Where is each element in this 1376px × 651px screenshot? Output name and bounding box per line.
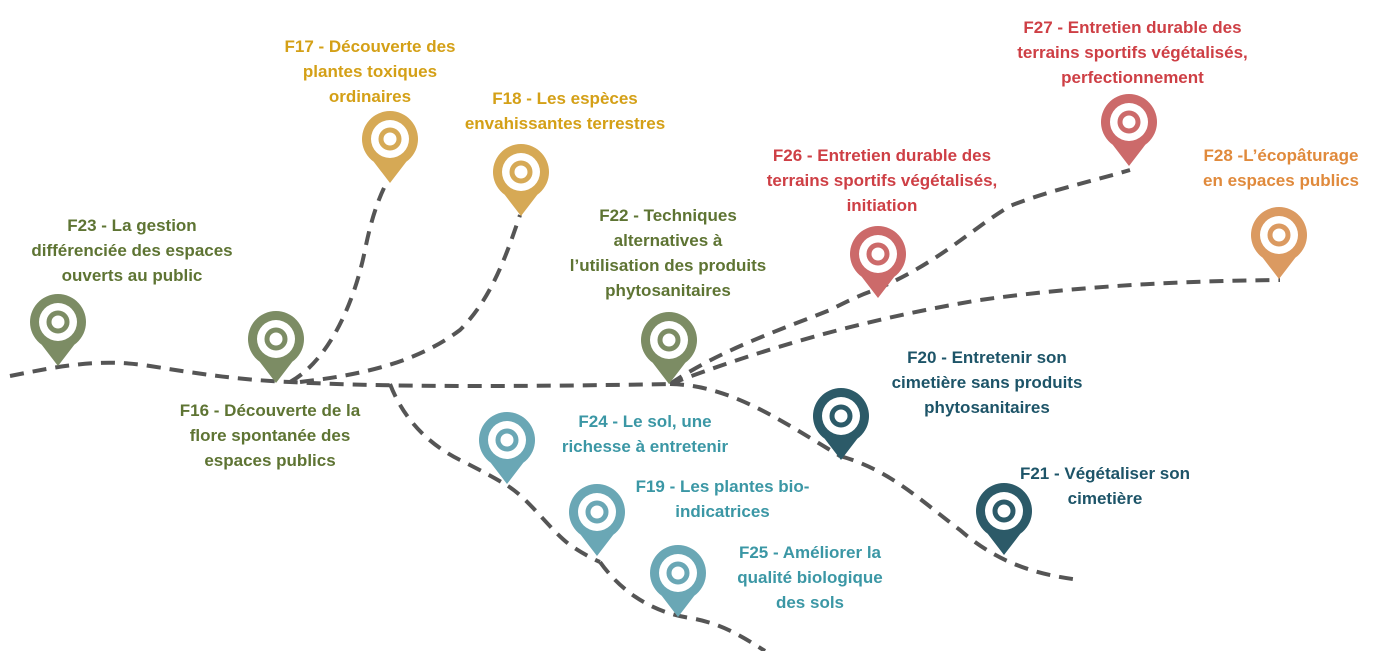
label-f23-line: différenciée des espaces [31, 241, 233, 260]
label-f20-line: phytosanitaires [924, 398, 1050, 417]
label-f16: F16 - Découverte de la flore spontanée d… [160, 398, 380, 473]
label-f20-line: F20 - Entretenir son [907, 348, 1067, 367]
label-f21-line: cimetière [1067, 489, 1143, 508]
label-f27: F27 - Entretien durable des terrains spo… [990, 15, 1275, 90]
label-f19-line: F19 - Les plantes bio- [635, 477, 810, 496]
branch-f17 [289, 179, 390, 384]
branch-f18 [299, 214, 522, 384]
map-pin-icon [813, 388, 870, 460]
branch-f26 [668, 288, 876, 386]
label-f18-line: envahissantes terrestres [464, 114, 666, 133]
branch-f27 [874, 168, 1131, 292]
main-path [9, 360, 671, 388]
label-f26-line: initiation [846, 196, 918, 215]
map-pin-icon [850, 226, 906, 298]
map-pin-icon [1251, 207, 1307, 279]
map-pin-icon [30, 294, 87, 366]
label-f26: F26 - Entretien durable des terrains spo… [742, 143, 1022, 218]
label-f24-line: F24 - Le sol, une [578, 412, 712, 431]
label-f27-line: F27 - Entretien durable des [1023, 18, 1242, 37]
label-f18: F18 - Les espèces envahissantes terrestr… [445, 86, 685, 136]
map-pin-icon [248, 311, 304, 383]
map-pin-icon [569, 484, 625, 556]
label-f18-line: F18 - Les espèces [492, 89, 638, 108]
map-pin-icon [650, 545, 706, 617]
label-f21: F21 - Végétaliser son cimetière [1000, 461, 1210, 511]
label-f26-line: F26 - Entretien durable des [772, 146, 992, 165]
label-f28-line: en espaces publics [1203, 171, 1359, 190]
label-f16-line: F16 - Découverte de la [179, 401, 361, 420]
label-f17: F17 - Découverte des plantes toxiques or… [265, 34, 475, 109]
label-f16-line: flore spontanée des [189, 426, 351, 445]
label-f28: F28 -L’écopâturage en espaces publics [1186, 143, 1376, 193]
label-f22-line: l’utilisation des produits [569, 256, 767, 275]
label-f27-line: terrains sportifs végétalisés, [1017, 43, 1248, 62]
map-pin-icon [976, 483, 1032, 555]
branch-f20 [669, 382, 842, 458]
label-f22-line: alternatives à [613, 231, 723, 250]
label-f19-line: indicatrices [675, 502, 770, 521]
map-pin-icon [641, 312, 698, 384]
label-f20-line: cimetière sans produits [891, 373, 1083, 392]
label-f23: F23 - La gestion différenciée des espace… [22, 213, 242, 288]
label-f25-line: F25 - Améliorer la [738, 543, 882, 562]
label-f23-line: ouverts au public [61, 266, 203, 285]
label-f17-line: ordinaires [328, 87, 412, 106]
label-f19: F19 - Les plantes bio- indicatrices [615, 474, 830, 524]
label-f22-line: F22 - Techniques [599, 206, 737, 225]
label-f22: F22 - Techniques alternatives à l’utilis… [548, 203, 788, 303]
label-f28-line: F28 -L’écopâturage [1203, 146, 1359, 165]
branch-f21 [839, 454, 1081, 582]
map-pin-icon [1101, 94, 1157, 166]
label-f25-line: des sols [775, 593, 845, 612]
label-f27-line: perfectionnement [1061, 68, 1204, 87]
label-f25: F25 - Améliorer la qualité biologique de… [720, 540, 900, 615]
label-f24-line: richesse à entretenir [561, 437, 729, 456]
branch-f25 [598, 560, 767, 651]
label-f21-line: F21 - Végétaliser son [1019, 464, 1191, 483]
branch-f24 [388, 383, 510, 488]
label-f16-line: espaces publics [204, 451, 336, 470]
label-f17-line: plantes toxiques [302, 62, 438, 81]
label-f22-line: phytosanitaires [605, 281, 731, 300]
map-pin-icon [493, 144, 550, 216]
label-f24: F24 - Le sol, une richesse à entretenir [540, 409, 750, 459]
map-pin-icon [478, 412, 535, 484]
branch-f28 [669, 278, 1281, 386]
label-f20: F20 - Entretenir son cimetière sans prod… [872, 345, 1102, 420]
label-f25-line: qualité biologique [737, 568, 883, 587]
label-f26-line: terrains sportifs végétalisés, [766, 171, 998, 190]
label-f17-line: F17 - Découverte des [284, 37, 456, 56]
label-f23-line: F23 - La gestion [67, 216, 197, 235]
map-pin-icon [362, 111, 418, 183]
